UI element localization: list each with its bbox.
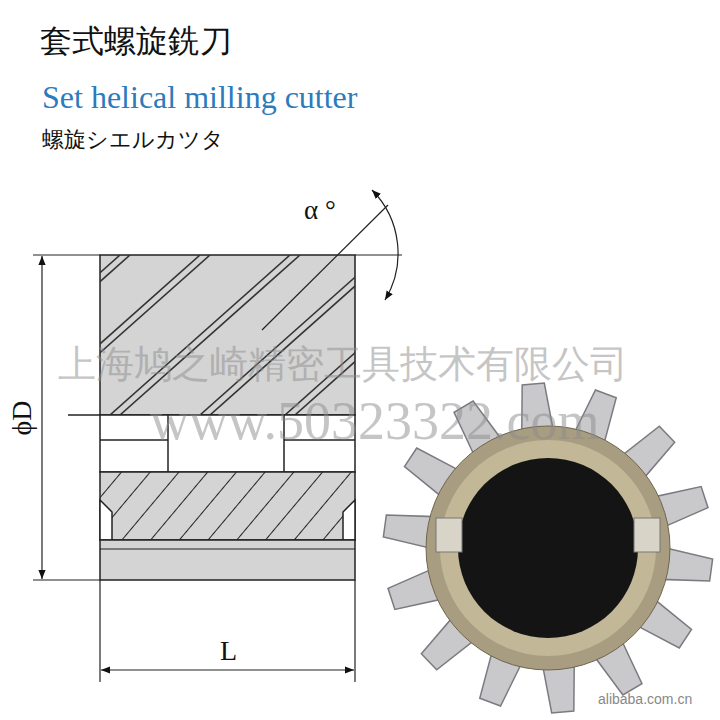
cutter-bore: [458, 458, 638, 638]
watermark: 上海鸠之崎精密工具技术有限公司: [58, 344, 628, 386]
cutter-ring: [426, 426, 670, 670]
angle-label: α °: [304, 196, 336, 226]
keyway: [634, 518, 660, 552]
watermark: alibaba.com.cn: [598, 692, 692, 707]
dimension-label: ϕD: [7, 401, 38, 436]
title: 套式螺旋銑刀: [40, 24, 232, 59]
subtitle: Set helical milling cutter: [42, 80, 357, 115]
subtitle: 螺旋シエルカツタ: [42, 128, 224, 152]
keyway: [436, 518, 462, 552]
cutter-face: [440, 440, 656, 656]
section: [100, 472, 355, 540]
watermark: www.50323322.com: [150, 392, 599, 451]
helical-flutes: [100, 255, 355, 415]
dimension-label: L: [220, 636, 237, 667]
